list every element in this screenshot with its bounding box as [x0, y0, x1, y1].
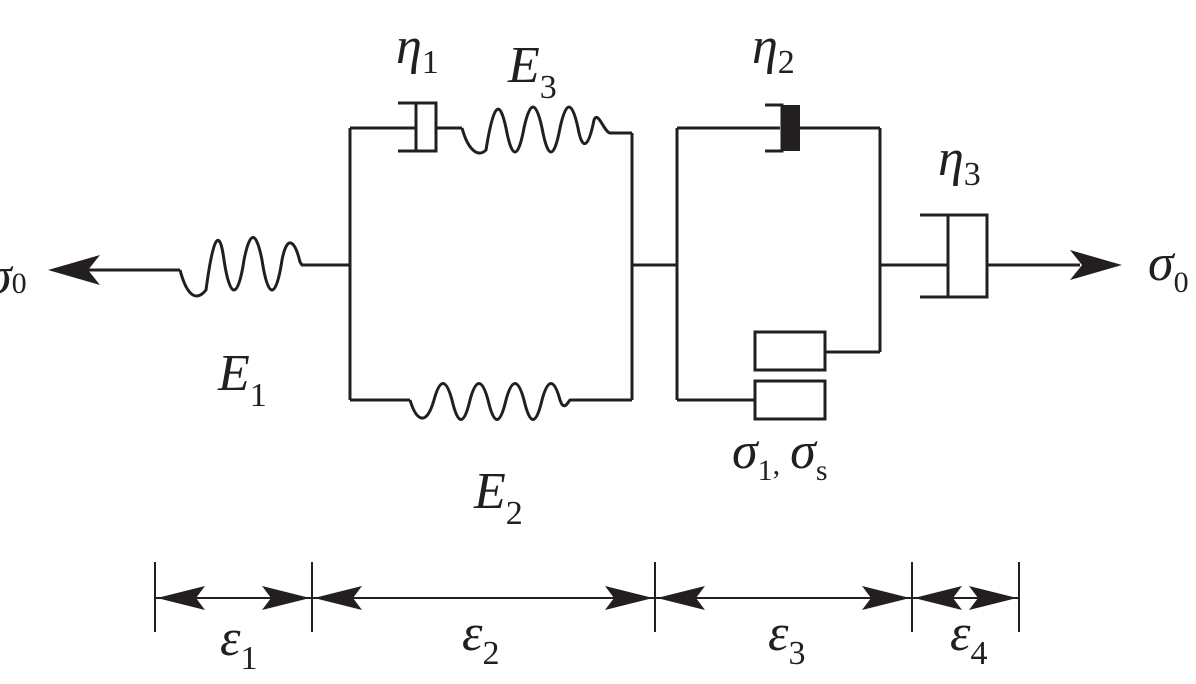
dashpot-eta3 [920, 213, 1080, 299]
label-e3: E3 [507, 37, 557, 106]
label-e2: E2 [473, 463, 523, 532]
spring-e1 [178, 236, 345, 298]
label-eta2: η2 [752, 18, 795, 81]
right-load-arrow [1070, 250, 1122, 280]
label-strain-2: ε2 [462, 605, 500, 672]
label-eta1: η1 [396, 18, 439, 81]
left-load-arrow [48, 255, 180, 285]
label-strain-3: ε3 [768, 605, 806, 672]
label-strain-1: ε1 [220, 610, 258, 677]
label-strain-4: ε4 [950, 605, 988, 672]
label-sigma-right: σ0 [1148, 235, 1189, 299]
strain-dimensions [154, 562, 1020, 632]
friction-slider [677, 330, 880, 421]
label-e1: E1 [217, 345, 267, 414]
label-slider-stress: σ1,σs [732, 423, 828, 487]
parallel-block-2 [675, 103, 925, 421]
dashpot-eta1 [398, 101, 462, 153]
parallel-block-1 [345, 101, 677, 421]
spring-e3 [460, 105, 632, 155]
dashpot-eta2 [765, 103, 880, 153]
label-sigma-left: σ0 [0, 248, 27, 305]
spring-e2 [408, 382, 632, 421]
label-eta3: η3 [938, 130, 981, 193]
